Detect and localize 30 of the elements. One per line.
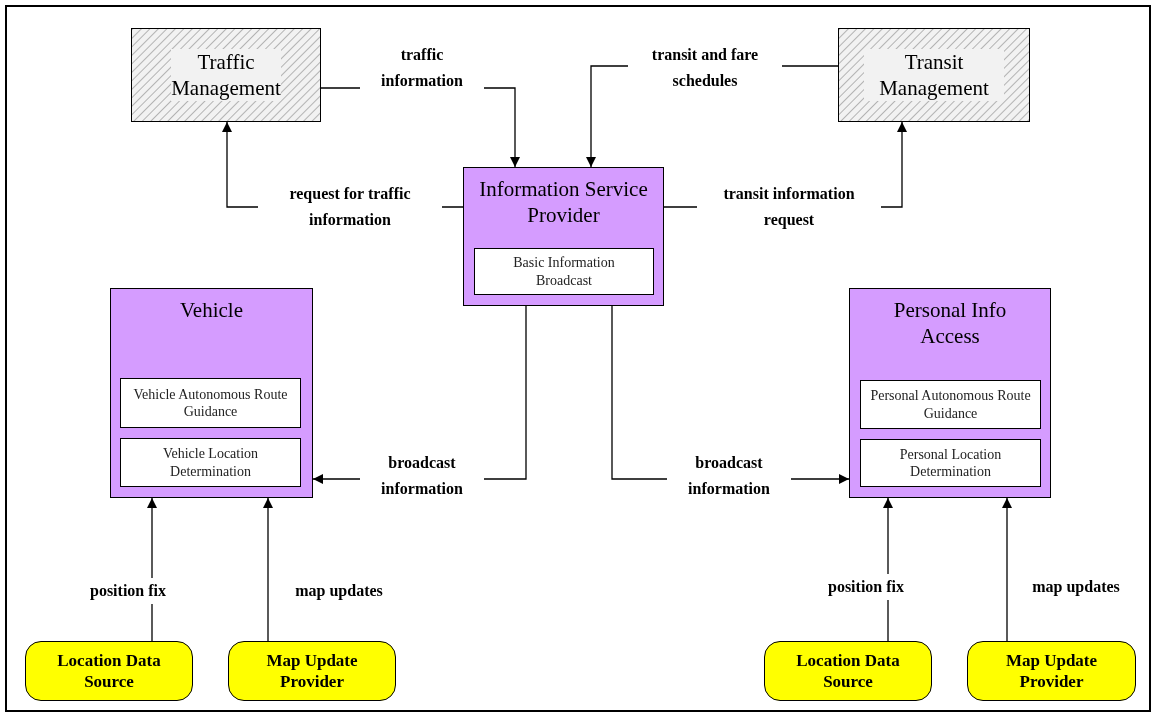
node-label: Vehicle Autonomous Route Guidance	[132, 385, 289, 421]
node-label: Basic Information Broadcast	[512, 254, 616, 289]
node-label: Personal Location Determination	[898, 445, 1003, 481]
node-label: Vehicle	[180, 297, 243, 324]
equipment-package-box	[860, 380, 1041, 429]
terminator-box	[967, 641, 1136, 701]
node-label: Personal Info Access	[892, 297, 1008, 350]
node-label: Location Data Source	[795, 649, 901, 693]
equipment-package-box	[120, 378, 301, 428]
node-label: Traffic Management	[171, 48, 281, 102]
node-label: Map Update Provider	[1004, 649, 1099, 693]
node-label: Transit Management	[864, 48, 1004, 102]
subsystem-box	[110, 288, 313, 498]
terminator-box	[25, 641, 193, 701]
arrow	[1002, 497, 1012, 642]
node-label: Vehicle Location Determination	[161, 445, 260, 480]
external-system-box	[838, 28, 1030, 122]
node-label: Personal Autonomous Route Guidance	[869, 387, 1032, 422]
external-system-box	[131, 28, 321, 122]
equipment-package-box	[474, 248, 654, 295]
equipment-package-box	[120, 438, 301, 487]
node-label: Map Update Provider	[265, 649, 359, 693]
subsystem-box	[463, 167, 664, 306]
terminator-box	[764, 641, 932, 701]
subsystem-box	[849, 288, 1051, 498]
terminator-box	[228, 641, 396, 701]
node-label: Information Service Provider	[478, 176, 649, 229]
node-label: Location Data Source	[56, 649, 162, 693]
equipment-package-box	[860, 439, 1041, 487]
arrow	[263, 497, 273, 642]
